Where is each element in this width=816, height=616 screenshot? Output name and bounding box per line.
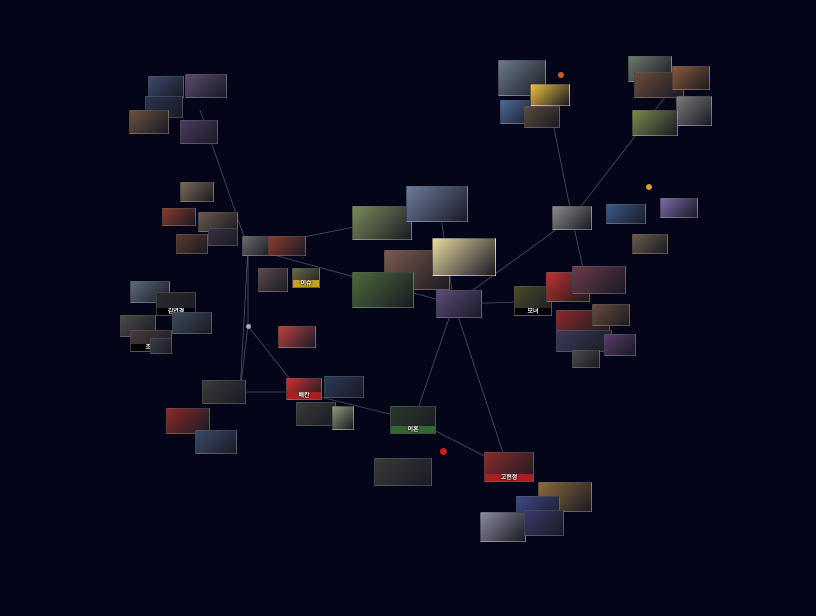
graph-edge <box>413 303 455 421</box>
video-thumbnail[interactable] <box>258 268 288 292</box>
graph-edge <box>453 217 573 305</box>
video-thumbnail[interactable] <box>296 402 336 426</box>
video-thumbnail[interactable] <box>524 106 560 128</box>
video-thumbnail[interactable] <box>604 334 636 356</box>
video-thumbnail[interactable] <box>162 208 196 226</box>
video-thumbnail[interactable] <box>436 290 482 318</box>
video-thumbnail[interactable] <box>432 238 496 276</box>
video-thumbnail[interactable] <box>202 380 246 404</box>
video-thumbnail[interactable] <box>672 66 710 90</box>
thumbnail-caption: 모녀 <box>515 308 551 315</box>
video-thumbnail[interactable] <box>278 326 316 348</box>
video-thumbnail[interactable] <box>172 312 212 334</box>
video-thumbnail[interactable] <box>606 204 646 224</box>
video-thumbnail[interactable] <box>524 510 564 536</box>
video-thumbnail[interactable] <box>552 206 592 230</box>
graph-node-dot[interactable] <box>646 184 652 190</box>
video-thumbnail[interactable] <box>195 430 237 454</box>
video-thumbnail[interactable] <box>572 266 626 294</box>
video-thumbnail[interactable] <box>185 74 227 98</box>
video-thumbnail[interactable] <box>166 408 210 434</box>
video-thumbnail[interactable] <box>572 350 600 368</box>
video-thumbnail[interactable] <box>180 120 218 144</box>
graph-node-dot[interactable] <box>440 448 447 455</box>
video-thumbnail[interactable] <box>352 206 412 240</box>
video-thumbnail[interactable] <box>530 84 570 106</box>
graph-edge <box>239 247 249 393</box>
video-thumbnail[interactable] <box>324 376 364 398</box>
graph-edge <box>247 247 455 305</box>
graph-edge <box>453 303 509 469</box>
video-thumbnail[interactable]: 배칸 <box>286 378 322 400</box>
video-thumbnail[interactable] <box>352 272 414 308</box>
video-thumbnail[interactable] <box>150 338 172 354</box>
video-thumbnail[interactable] <box>632 110 678 136</box>
video-thumbnail[interactable]: 이혼 <box>390 406 436 434</box>
video-thumbnail[interactable] <box>406 186 468 222</box>
video-thumbnail[interactable] <box>268 236 306 256</box>
graph-node-dot[interactable] <box>558 72 564 78</box>
video-thumbnail[interactable] <box>332 406 354 430</box>
video-thumbnail[interactable] <box>180 182 214 202</box>
graph-node-dot[interactable] <box>246 324 251 329</box>
video-thumbnail[interactable]: 이슈 <box>292 268 320 288</box>
video-thumbnail[interactable]: 고현정 <box>484 452 534 482</box>
video-thumbnail[interactable] <box>176 234 208 254</box>
thumbnail-caption: 배칸 <box>287 392 321 399</box>
thumbnail-caption: 고현정 <box>485 474 533 481</box>
video-thumbnail[interactable] <box>480 512 526 542</box>
thumbnail-caption: 김연경 <box>157 308 195 315</box>
video-thumbnail[interactable] <box>374 458 432 486</box>
video-thumbnail[interactable] <box>676 96 712 126</box>
video-thumbnail[interactable] <box>129 110 169 134</box>
video-thumbnail[interactable] <box>660 198 698 218</box>
video-thumbnail[interactable] <box>208 228 238 246</box>
video-thumbnail[interactable] <box>592 304 630 326</box>
thumbnail-caption: 이혼 <box>391 426 435 433</box>
video-thumbnail[interactable] <box>632 234 668 254</box>
video-thumbnail[interactable] <box>148 76 184 98</box>
thumbnail-caption: 이슈 <box>293 280 319 287</box>
